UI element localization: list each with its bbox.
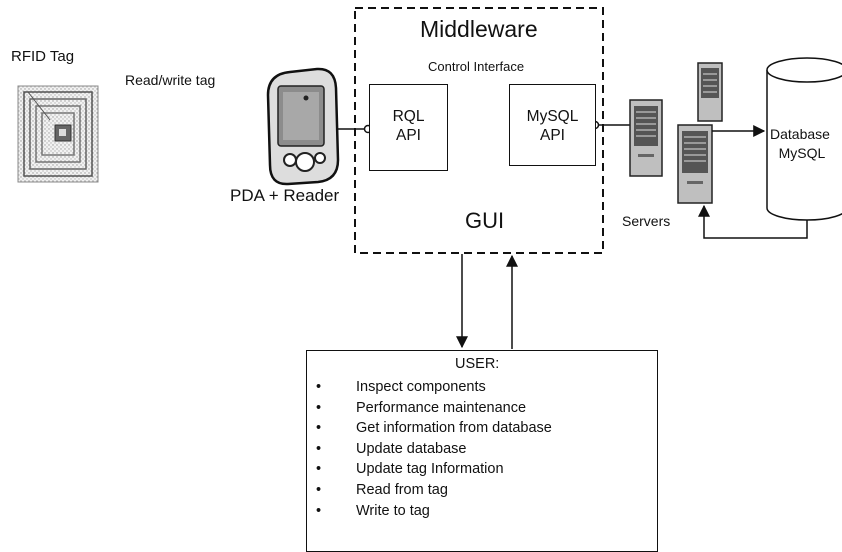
gui-label: GUI <box>465 208 505 233</box>
bullet-icon: • <box>316 502 322 519</box>
user-box <box>306 350 658 552</box>
database-label-line1: Database <box>770 126 830 142</box>
user-task-item: • Update database <box>316 439 552 460</box>
user-task-item: • Performance maintenance <box>316 398 552 419</box>
middleware-boundary <box>354 7 604 254</box>
servers-label: Servers <box>622 213 671 229</box>
database-to-server-arrow <box>698 204 808 239</box>
user-task-item: • Inspect components <box>316 377 552 398</box>
database-cylinder-icon <box>766 57 842 221</box>
user-task-text: Get information from database <box>356 420 552 437</box>
mysql-api-label-line2: API <box>540 127 565 144</box>
bullet-icon: • <box>316 461 322 478</box>
database-label: Database MySQL <box>770 125 830 163</box>
read-write-tag-label: Read/write tag <box>125 72 216 88</box>
user-task-item: • Update tag Information <box>316 459 552 480</box>
rfid-tag-icon <box>17 85 99 183</box>
rql-api-label-line1: RQL <box>392 108 425 125</box>
database-label-line2: MySQL <box>778 145 826 161</box>
bullet-icon: • <box>316 399 322 416</box>
control-interface-label: Control Interface <box>428 59 525 74</box>
server-icon <box>677 124 713 204</box>
bullet-icon: • <box>316 481 322 498</box>
user-task-text: Update tag Information <box>356 461 504 478</box>
rfid-tag-label: RFID Tag <box>11 48 75 65</box>
user-task-text: Update database <box>356 440 467 457</box>
user-task-text: Performance maintenance <box>356 399 527 416</box>
server-icon <box>697 62 723 122</box>
user-task-list: • Inspect components • Performance mainten… <box>316 377 552 521</box>
user-task-item: • Get information from database <box>316 418 552 439</box>
middleware-title: Middleware <box>420 16 538 42</box>
bullet-icon: • <box>316 420 322 437</box>
user-task-item: • Read from tag <box>316 480 552 501</box>
rql-api-label-line2: API <box>396 127 421 144</box>
pda-reader-label: PDA + Reader <box>230 186 340 205</box>
user-heading: USER: <box>455 356 500 372</box>
bullet-icon: • <box>316 379 322 395</box>
mysql-api-box: MySQL API <box>509 84 596 166</box>
mysql-api-label-line1: MySQL <box>526 108 579 125</box>
bullet-icon: • <box>316 440 322 457</box>
rql-api-box: RQL API <box>369 84 448 171</box>
server-icon <box>629 99 663 177</box>
user-task-text: Write to tag <box>356 502 430 519</box>
user-task-text: Read from tag <box>356 481 448 498</box>
pda-device-icon <box>266 67 340 186</box>
user-task-text: Inspect components <box>356 379 486 395</box>
user-task-item: • Write to tag <box>316 501 552 522</box>
